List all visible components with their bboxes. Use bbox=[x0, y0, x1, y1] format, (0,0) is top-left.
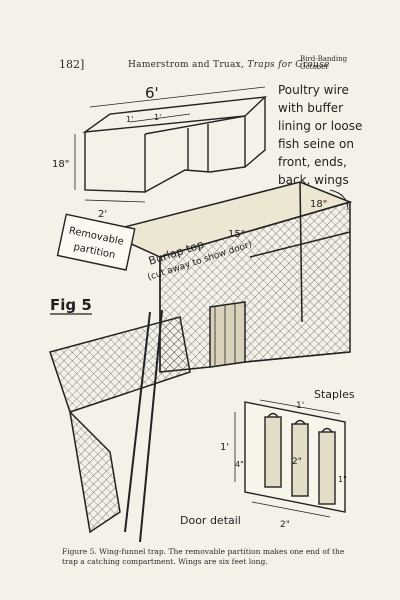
partition-sign: Removable partition bbox=[56, 213, 136, 271]
wire-note-line-2: with buffer bbox=[278, 101, 343, 115]
running-title: Hamerstrom and Truax, Traps for Grouse bbox=[128, 60, 330, 70]
dim-18in-trap: 18" bbox=[310, 199, 327, 210]
dim-4in: 4" bbox=[235, 460, 244, 469]
article-title: Traps for Grouse bbox=[247, 60, 330, 70]
wire-note-line-3: lining or loose bbox=[278, 119, 362, 133]
journal-info: Bird-Banding October bbox=[300, 55, 347, 71]
dim-1ft-door-top: 1' bbox=[296, 401, 304, 411]
dim-2ft: 2' bbox=[98, 209, 107, 220]
figure-illustration: 6' 18" 2' 1' 1' Poultry wire with buffer… bbox=[30, 72, 370, 542]
dim-1ft-door-side: 1' bbox=[220, 442, 229, 453]
journal-name: Bird-Banding bbox=[300, 55, 348, 63]
door-detail-label: Door detail bbox=[180, 514, 241, 527]
dim-2in-bottom: 2" bbox=[280, 520, 290, 530]
page-number: 182] bbox=[59, 58, 85, 71]
wire-note: Poultry wire with buffer lining or loose… bbox=[278, 83, 362, 187]
trap-body bbox=[49, 181, 353, 542]
fig-label: Fig 5 bbox=[50, 296, 92, 314]
authors: Hamerstrom and Truax, bbox=[128, 60, 245, 70]
journal-month: October bbox=[300, 63, 329, 71]
box-diagram bbox=[74, 86, 267, 203]
dim-1in-right: 1" bbox=[338, 475, 347, 484]
wire-note-line-4: fish seine on bbox=[278, 137, 354, 151]
running-header: 182] Hamerstrom and Truax, Traps for Gro… bbox=[0, 0, 400, 80]
dim-1ft-top-a: 1' bbox=[126, 115, 133, 124]
dim-2in-mid: 2" bbox=[292, 457, 302, 467]
dim-6ft: 6' bbox=[145, 84, 159, 102]
figure-caption: Figure 5. Wing-funnel trap. The removabl… bbox=[62, 547, 345, 566]
dim-1ft-top-b: 1' bbox=[154, 113, 161, 122]
trap-drawing: 6' 18" 2' 1' 1' Poultry wire with buffer… bbox=[49, 83, 362, 542]
wire-note-line-1: Poultry wire bbox=[278, 83, 349, 97]
wire-note-line-5: front, ends, bbox=[278, 155, 347, 169]
dim-18in-box: 18" bbox=[52, 159, 69, 170]
dim-15in: 15" bbox=[228, 229, 245, 240]
staples-label: Staples bbox=[314, 388, 355, 401]
door-detail bbox=[234, 399, 346, 518]
